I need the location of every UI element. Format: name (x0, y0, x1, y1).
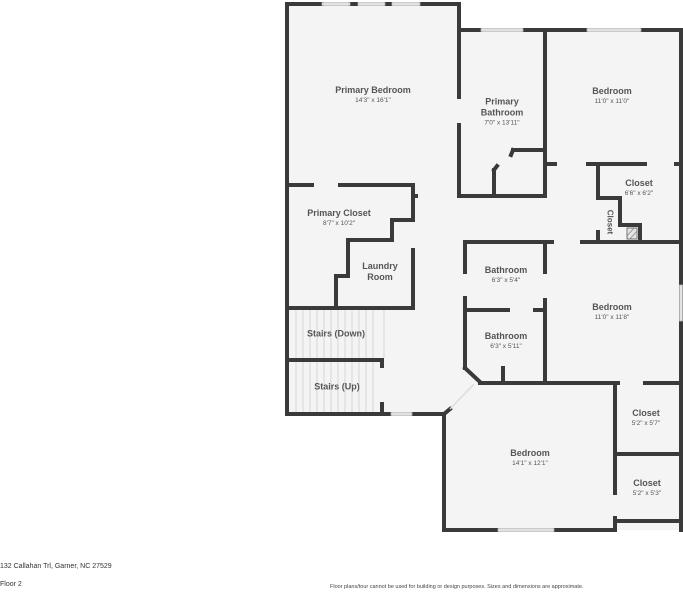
room-bedroom-ne: Bedroom 11'0" x 11'0" (592, 86, 632, 106)
room-closet-se1: Closet 5'2" x 5'7" (632, 408, 660, 428)
room-name: Bedroom (592, 302, 632, 312)
room-dimensions: 14'1" x 12'1" (512, 460, 548, 467)
room-closet-ne: Closet 6'6" x 6'2" (625, 178, 653, 198)
room-bathroom-1: Bathroom 6'3" x 5'4" (485, 265, 528, 285)
room-dimensions: 5'2" x 5'3" (632, 490, 662, 497)
windows (321, 2, 683, 532)
floor-label: Floor 2 (0, 581, 22, 588)
room-name: Closet (632, 408, 660, 418)
room-dimensions: 14'3" x 16'1" (355, 97, 391, 104)
room-dimensions: 11'0" x 11'8" (594, 314, 630, 321)
room-dimensions: 6'3" x 5'11" (490, 343, 522, 350)
room-closet-se2: Closet 5'2" x 5'3" (633, 478, 661, 498)
room-dimensions: 8'7" x 10'2" (322, 220, 356, 227)
room-dimensions: 11'0" x 11'0" (594, 98, 630, 105)
room-dimensions: 6'3" x 5'4" (491, 277, 521, 284)
stair-treads (295, 310, 385, 412)
room-name: Stairs (Up) (314, 381, 360, 392)
room-name: Bedroom (510, 448, 550, 458)
room-bedroom-s: Bedroom 14'1" x 12'1" (510, 448, 550, 468)
room-name: Primary Closet (307, 208, 371, 218)
room-name: Closet (633, 478, 661, 488)
room-dimensions: 5'2" x 5'7" (631, 420, 661, 427)
walls (285, 2, 683, 532)
room-primary-bedroom: Primary Bedroom 14'3" x 16'1" (335, 85, 411, 105)
room-name: Bedroom (592, 86, 632, 96)
room-stairs-down: Stairs (Down) (307, 329, 365, 340)
room-closet-small: Closet (605, 210, 616, 234)
room-bathroom-2: Bathroom 6'3" x 5'11" (485, 331, 528, 351)
door-opening (449, 383, 475, 410)
room-stairs-up: Stairs (Up) (314, 382, 360, 393)
hatched-column (626, 227, 638, 240)
floor-fill (287, 4, 681, 530)
disclaimer: Floor plans/tour cannot be used for buil… (330, 584, 584, 590)
room-name: Closet (605, 209, 615, 235)
room-name: Stairs (Down) (306, 328, 366, 339)
address: 132 Callahan Trl, Garner, NC 27529 (0, 563, 112, 570)
room-primary-closet: Primary Closet 8'7" x 10'2" (307, 208, 371, 228)
room-name: Closet (625, 178, 653, 188)
room-dimensions: 7'0" x 13'11" (484, 119, 520, 127)
room-name: Bathroom (484, 331, 528, 341)
room-name: Primary Bedroom (335, 85, 411, 95)
room-name: Bathroom (484, 265, 528, 275)
room-bedroom-e: Bedroom 11'0" x 11'8" (592, 302, 632, 322)
room-dimensions: 6'6" x 6'2" (624, 190, 654, 197)
